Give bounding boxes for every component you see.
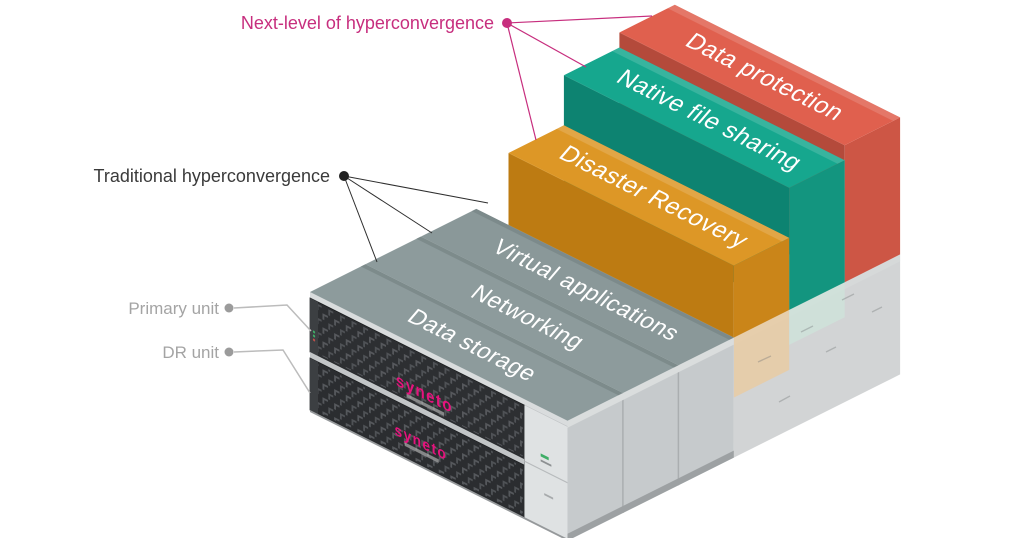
- red-end-face: [844, 117, 901, 283]
- annotation-primary-unit: Primary unit: [128, 299, 312, 332]
- next-level-dot: [502, 18, 512, 28]
- orange-top-highlight: [556, 125, 790, 242]
- primary-left-ear: [310, 298, 319, 357]
- annotation-dr-unit: DR unit: [162, 343, 311, 394]
- layer-strip-networking: [365, 236, 679, 393]
- red-top-highlight: [667, 4, 901, 121]
- strip-divider: [471, 208, 734, 340]
- ear-label-mark: [540, 459, 552, 467]
- orange-top-face: [508, 125, 790, 266]
- traditional-dot: [339, 171, 349, 181]
- dr-unit-vents: [311, 360, 523, 515]
- teal-top-face: [563, 47, 845, 188]
- traditional-leader-lines: [343, 175, 489, 263]
- end-face-lip: [567, 337, 734, 428]
- strip-divider: [416, 236, 679, 368]
- led-green: [312, 330, 316, 334]
- model-label-strip: [406, 393, 445, 417]
- layer-strip-virtual-applications: [420, 208, 734, 366]
- primary-unit-dot: [224, 303, 234, 313]
- led-red: [312, 338, 316, 342]
- annotation-traditional-label: Traditional hyperconvergence: [94, 166, 330, 186]
- annotation-next-level-label: Next-level of hyperconvergence: [241, 13, 494, 33]
- ear-gap-seam: [524, 460, 568, 484]
- strip-divider: [360, 264, 623, 396]
- ear-green-mark: [540, 453, 549, 461]
- front-right-ear: [524, 405, 568, 538]
- dr-unit-leader-line: [233, 349, 311, 394]
- unit-gap: [310, 352, 525, 466]
- ghost-end-face: [733, 254, 901, 458]
- end-face-panel: [567, 337, 734, 538]
- ear-label-mark: [544, 493, 554, 500]
- front-bottom-edge: [310, 410, 568, 538]
- annotation-primary-unit-label: Primary unit: [128, 299, 219, 318]
- model-label-strip: [404, 442, 439, 463]
- next-level-leader-lines: [506, 15, 653, 141]
- led-green: [312, 334, 316, 338]
- annotation-traditional: Traditional hyperconvergence: [94, 166, 489, 263]
- annotation-dr-unit-label: DR unit: [162, 343, 219, 362]
- teal-top-highlight: [612, 47, 845, 164]
- primary-unit-vents: [311, 300, 523, 457]
- appliance-front: syneto syneto: [309, 292, 568, 538]
- front-top-lip: [310, 292, 568, 427]
- red-top-face: [619, 4, 901, 146]
- dr-unit-dot: [224, 347, 234, 357]
- orange-front-face: [508, 153, 734, 338]
- orange-end-face: [733, 237, 790, 338]
- dr-left-ear: [310, 358, 319, 415]
- layer-strip-data-storage: [310, 264, 623, 421]
- primary-unit-leader-line: [233, 304, 312, 332]
- teal-end-face: [789, 160, 845, 310]
- appliance-end-face: [567, 337, 734, 538]
- end-face-bottom-edge: [567, 450, 734, 538]
- annotation-next-level: Next-level of hyperconvergence: [241, 13, 653, 141]
- traditional-layer-plane: Data storage Networking Virtual applicat…: [310, 208, 734, 421]
